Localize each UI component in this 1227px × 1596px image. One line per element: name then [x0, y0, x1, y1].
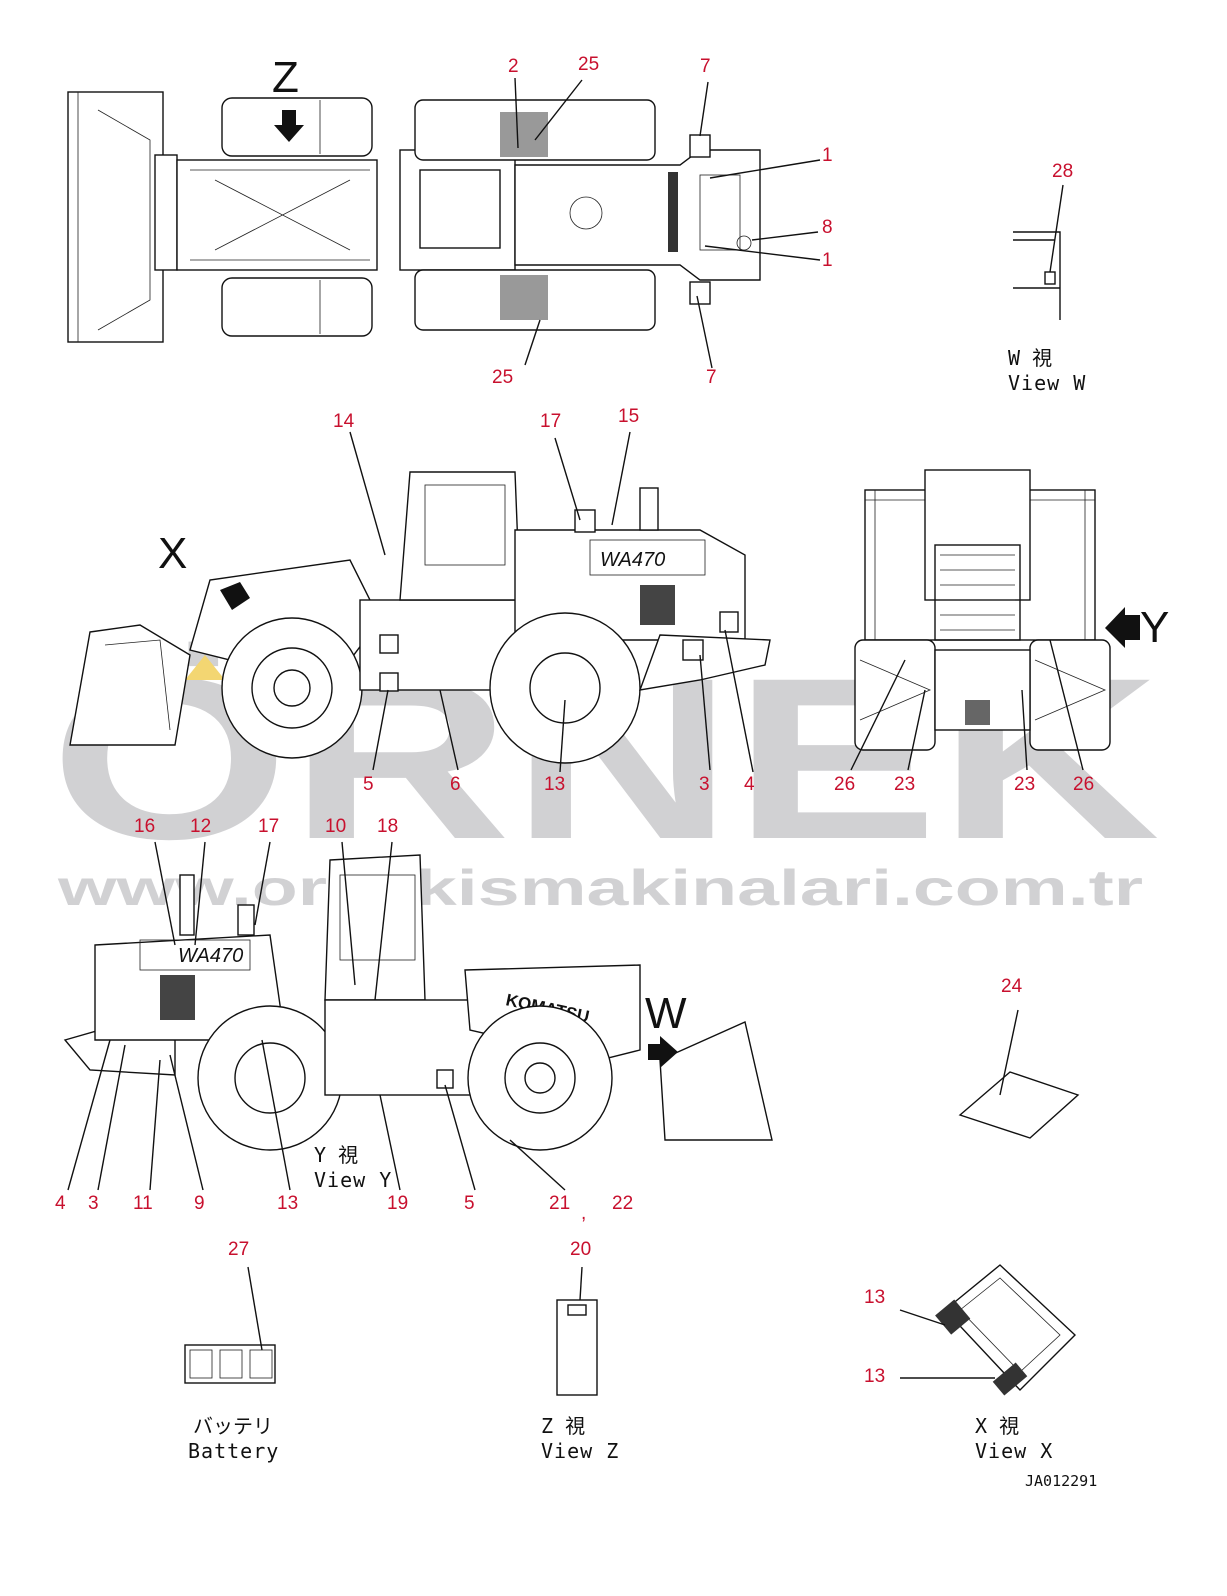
bucket-side-right — [659, 1021, 773, 1141]
view-w-detail — [1013, 231, 1061, 320]
callout-17b: 17 — [258, 816, 279, 837]
rear-wheel-right — [197, 1005, 343, 1151]
front-wheel-left — [221, 617, 363, 759]
leader-lines — [67, 77, 1084, 1379]
callout-28: 28 — [1052, 161, 1073, 182]
callout-5b: 5 — [464, 1193, 475, 1214]
bucket-side — [69, 624, 191, 746]
callout-1a: 1 — [822, 145, 833, 166]
callout-3b: 3 — [88, 1193, 99, 1214]
callout-4a: 4 — [744, 774, 755, 795]
caption-view-y-en: View Y — [314, 1168, 392, 1192]
caption-view-z-en: View Z — [541, 1439, 619, 1463]
side-view-left: WA470 — [69, 471, 771, 764]
callout-2: 2 — [508, 56, 519, 77]
tire-front-left — [854, 639, 936, 751]
callout-25b: 25 — [492, 367, 513, 388]
view-z-detail — [556, 1299, 598, 1396]
caption-battery-en: Battery — [188, 1439, 279, 1463]
callout-24: 24 — [1001, 976, 1023, 997]
view-marker-z: Z — [272, 53, 299, 102]
callout-19: 19 — [387, 1193, 408, 1214]
callout-numbers: 2 25 7 1 8 1 25 7 28 14 17 15 5 6 13 3 4… — [55, 54, 1094, 1387]
side-view-right: WA470 KOMATSU — [63, 854, 773, 1151]
callout-26a: 26 — [834, 774, 855, 795]
caption-view-w-en: View W — [1008, 371, 1086, 395]
callout-22: 22 — [612, 1193, 633, 1214]
view-x-detail — [935, 1264, 1077, 1396]
front-view — [854, 469, 1140, 751]
sheet-24 — [958, 1071, 1080, 1139]
caption-view-w-jp: W 視 — [1008, 346, 1052, 370]
callout-9: 9 — [194, 1193, 205, 1214]
caption-view-x-jp: X 視 — [975, 1414, 1019, 1438]
arrow-y-icon — [1105, 607, 1140, 648]
callout-16: 16 — [134, 816, 155, 837]
drawing-code: JA012291 — [1025, 1472, 1097, 1490]
bucket-top — [67, 91, 164, 343]
callout-comma: , — [581, 1203, 586, 1224]
callout-21: 21 — [549, 1193, 570, 1214]
tire-front-right — [1029, 639, 1111, 751]
callout-23b: 23 — [1014, 774, 1035, 795]
label-5-b — [379, 672, 399, 692]
callout-27: 27 — [228, 1239, 249, 1260]
caption-view-x-en: View X — [975, 1439, 1053, 1463]
cab-front — [924, 469, 1031, 601]
callout-15: 15 — [618, 406, 639, 427]
view-marker-x: X — [158, 529, 187, 578]
callout-18: 18 — [377, 816, 398, 837]
panel-z — [556, 1299, 598, 1396]
front-wheel-right — [467, 1005, 613, 1151]
view-marker-y: Y — [1140, 603, 1169, 652]
label-5-a — [379, 634, 399, 654]
front-tire-bottom — [221, 277, 373, 337]
callout-13a: 13 — [544, 774, 565, 795]
model-badge-left: WA470 — [600, 549, 665, 571]
callout-12: 12 — [190, 816, 211, 837]
model-badge-right: WA470 — [178, 945, 243, 967]
callout-10: 10 — [325, 816, 346, 837]
view-marker-w: W — [645, 989, 687, 1038]
callout-11: 11 — [133, 1193, 153, 1214]
rear-wheel-left — [489, 612, 641, 764]
callout-13c: 13 — [864, 1287, 885, 1308]
callout-7b: 7 — [706, 367, 717, 388]
callout-13d: 13 — [864, 1366, 885, 1387]
arrow-x-icon — [220, 582, 250, 610]
engine-hood-top — [514, 149, 761, 281]
callout-3a: 3 — [699, 774, 710, 795]
callout-4b: 4 — [55, 1193, 66, 1214]
arrow-w-icon — [648, 1036, 678, 1068]
battery-detail — [184, 1344, 276, 1384]
callout-6: 6 — [450, 774, 461, 795]
caption-view-z-jp: Z 視 — [541, 1414, 585, 1438]
top-view-loader — [67, 91, 761, 343]
callout-25a: 25 — [578, 54, 599, 75]
callout-14: 14 — [333, 411, 355, 432]
hood-left — [514, 529, 746, 641]
callout-23a: 23 — [894, 774, 915, 795]
callout-13b: 13 — [277, 1193, 298, 1214]
callout-7a: 7 — [700, 56, 711, 77]
callout-17a: 17 — [540, 411, 561, 432]
callout-20: 20 — [570, 1239, 591, 1260]
arrow-z-icon — [274, 110, 304, 142]
callout-5a: 5 — [363, 774, 374, 795]
view-captions: W 視 View W Y 視 View Y バッテリ Battery Z 視 V… — [188, 346, 1097, 1490]
callout-1b: 1 — [822, 250, 833, 271]
callout-8: 8 — [822, 217, 833, 238]
battery-box — [184, 1344, 276, 1384]
watermark-url: www.ornekismakinalari.com.tr — [56, 860, 1143, 916]
caption-battery-jp: バッテリ — [193, 1414, 273, 1438]
caption-view-y-jp: Y 視 — [314, 1143, 358, 1167]
callout-26b: 26 — [1073, 774, 1094, 795]
cab-left — [399, 471, 521, 601]
